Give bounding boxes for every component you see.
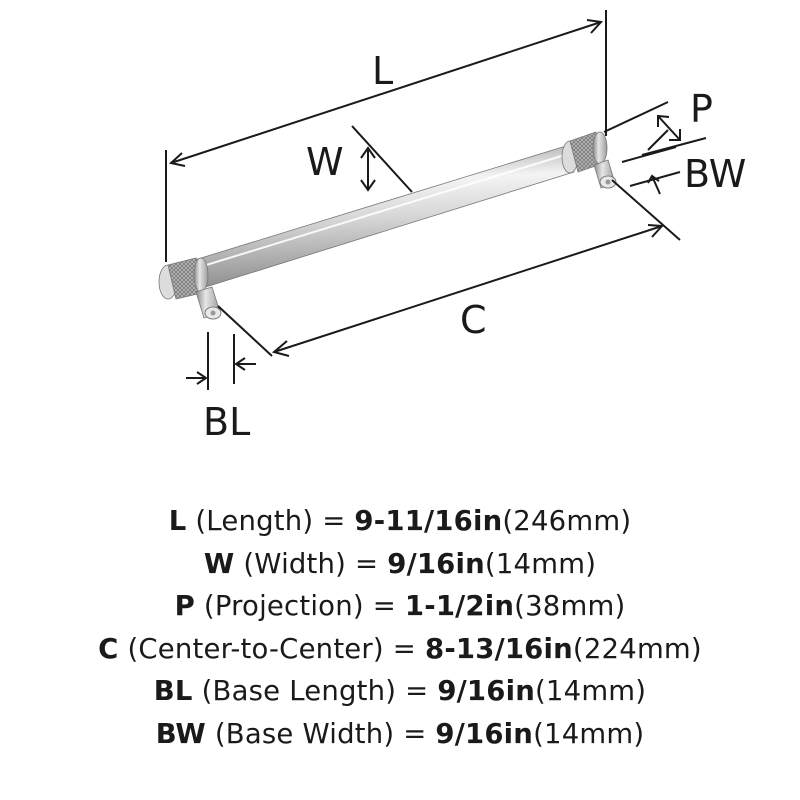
cabinet-pull-illustration <box>158 131 617 320</box>
spec-abbr: BL <box>153 675 193 707</box>
projection-dimension-line <box>657 115 681 141</box>
left-end-cap <box>158 257 222 320</box>
spec-metric: (14mm) <box>535 675 647 707</box>
spec-abbr: P <box>174 590 195 622</box>
spec-imperial: 1-1/2in <box>404 590 515 622</box>
spec-abbr: BW <box>155 717 206 750</box>
spec-desc: (Base Width) = <box>205 717 436 750</box>
width-extension <box>351 125 413 193</box>
right-end-cap <box>561 131 617 189</box>
spec-base-width: BW (Base Width) = 9/16in(14mm) <box>0 713 800 756</box>
spec-imperial: 8-13/16in <box>424 632 573 665</box>
label-length: L <box>372 49 393 93</box>
spec-desc: (Width) = <box>234 547 388 580</box>
spec-base-length: BL (Base Length) = 9/16in(14mm) <box>0 670 800 713</box>
spec-width: W (Width) = 9/16in(14mm) <box>0 543 800 586</box>
spec-desc: (Projection) = <box>194 590 405 622</box>
spec-abbr: C <box>98 632 119 665</box>
center-extension-right <box>611 179 681 241</box>
spec-desc: (Center-to-Center) = <box>118 632 425 665</box>
label-center-to-center: C <box>460 298 487 342</box>
spec-metric: (14mm) <box>484 547 597 580</box>
spec-abbr: L <box>168 505 187 537</box>
spec-imperial: 9-11/16in <box>354 505 503 537</box>
label-width: W <box>306 140 344 184</box>
label-projection: P <box>690 87 713 131</box>
label-base-width: BW <box>684 152 746 196</box>
spec-metric: (14mm) <box>533 717 645 750</box>
spec-metric: (246mm) <box>502 505 632 537</box>
center-dimension-line <box>273 225 663 353</box>
pull-bar <box>187 145 575 291</box>
spec-metric: (224mm) <box>572 632 702 665</box>
spec-imperial: 9/16in <box>437 675 535 707</box>
center-extension-left <box>217 305 273 357</box>
spec-metric: (38mm) <box>514 590 626 622</box>
label-base-length: BL <box>203 400 250 444</box>
spec-projection: P (Projection) = 1-1/2in(38mm) <box>0 585 800 628</box>
dimension-diagram: L W P BW C BL <box>158 10 746 444</box>
specification-list: L (Length) = 9-11/16in(246mm) W (Width) … <box>0 500 800 755</box>
spec-abbr: W <box>203 547 235 580</box>
dimension-lines <box>165 10 707 390</box>
spec-desc: (Base Length) = <box>192 675 438 707</box>
base-width-extension-top <box>621 146 677 163</box>
projection-extension-top <box>603 101 669 133</box>
spec-imperial: 9/16in <box>435 717 534 750</box>
spec-center-to-center: C (Center-to-Center) = 8-13/16in(224mm) <box>0 628 800 671</box>
spec-desc: (Length) = <box>186 505 355 537</box>
spec-imperial: 9/16in <box>387 547 485 580</box>
spec-length: L (Length) = 9-11/16in(246mm) <box>0 500 800 543</box>
length-dimension-line <box>170 21 602 164</box>
projection-extension-bottom <box>641 137 707 156</box>
